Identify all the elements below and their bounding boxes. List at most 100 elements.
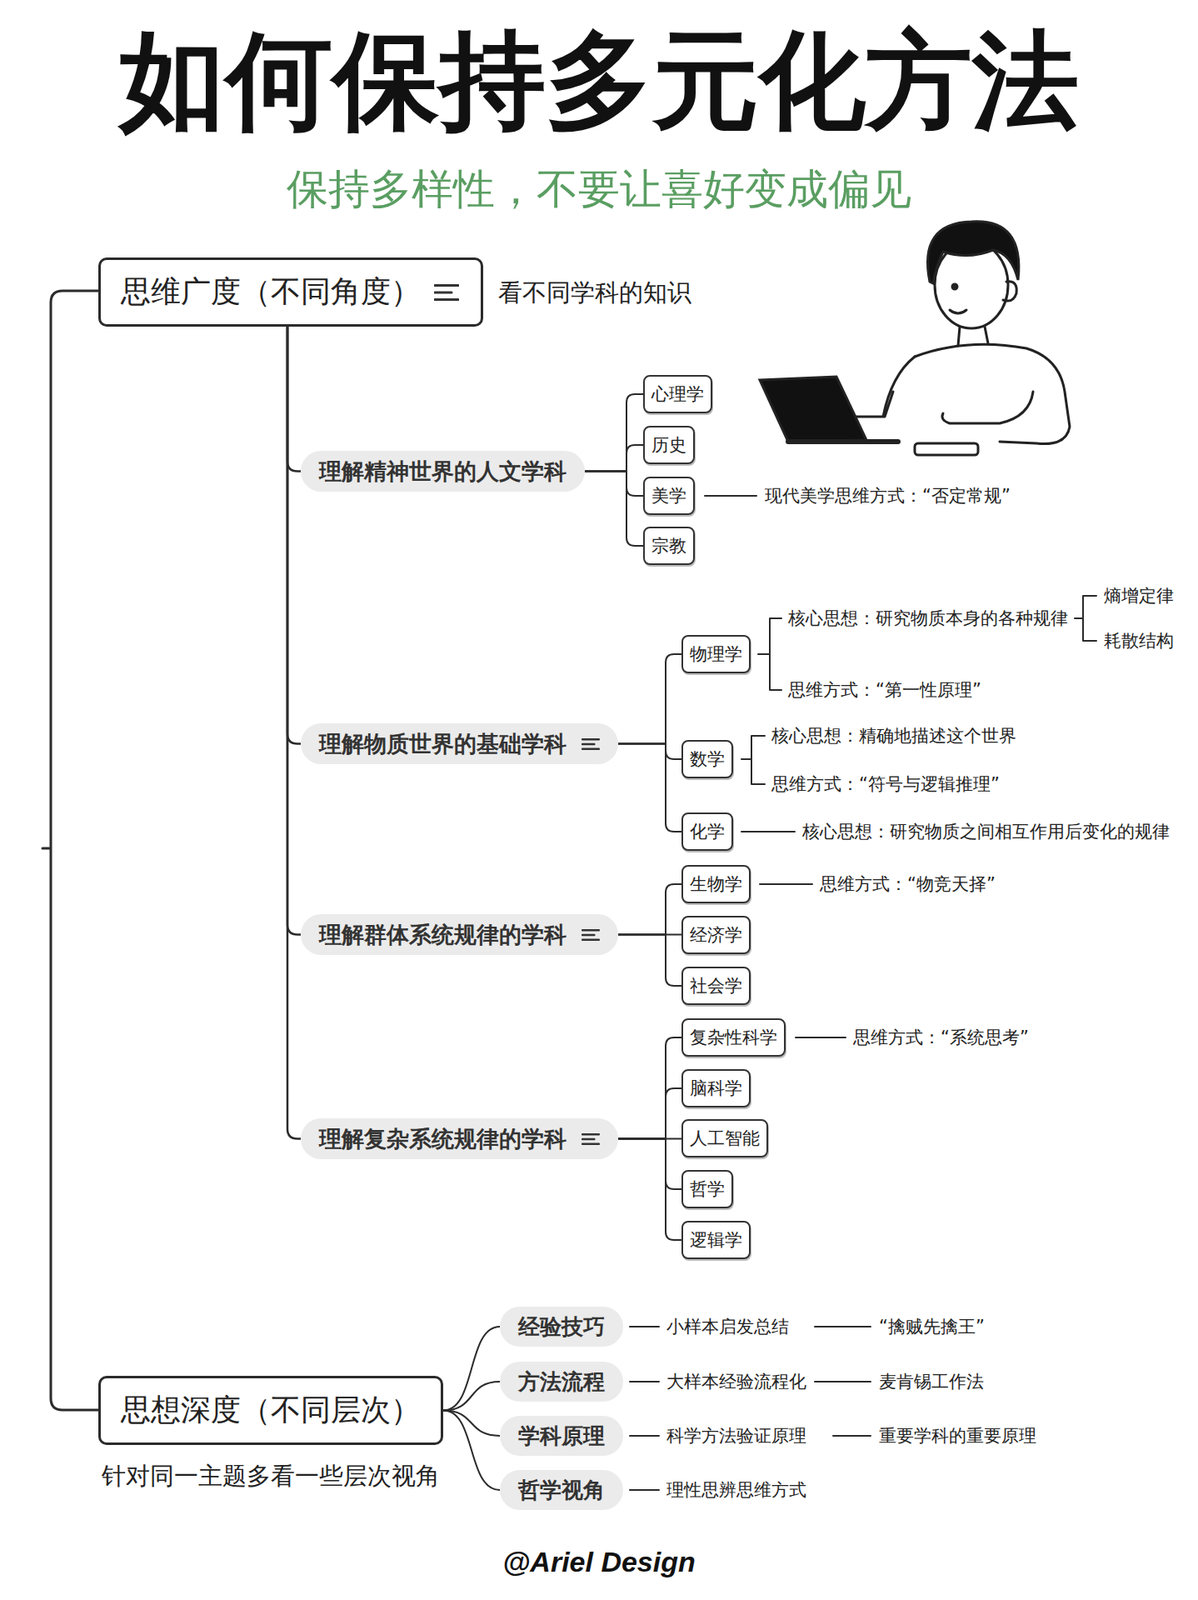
- subject-box: 宗教: [643, 526, 695, 565]
- level-pill: 经验技巧: [499, 1306, 624, 1347]
- tree-connector: [584, 444, 644, 472]
- topic-box: 思维广度（不同角度）: [98, 257, 484, 327]
- tree-connector: [443, 1381, 500, 1411]
- subject-box: 数学: [681, 739, 734, 779]
- tree-connector: [287, 326, 301, 472]
- subject-box: 哲学: [681, 1169, 734, 1208]
- laptop-base: [788, 439, 899, 445]
- tree-connector: [584, 471, 644, 497]
- tree-connector: [618, 743, 682, 760]
- node-text: 理解复杂系统规律的学科: [319, 1123, 567, 1154]
- note-text: 思维方式：“第一性原理”: [788, 678, 982, 702]
- tree-connector: [443, 1410, 500, 1437]
- subject-box: 复杂性科学: [681, 1018, 786, 1057]
- node-text: 数学: [689, 747, 725, 771]
- tree-connector: [618, 743, 682, 833]
- note-text: 看不同学科的知识: [498, 276, 692, 310]
- node-text: 美学: [651, 484, 687, 508]
- note-text: 思维方式：“系统思考”: [853, 1025, 1029, 1049]
- phone: [914, 443, 979, 455]
- leader-line: [741, 735, 765, 784]
- arm: [851, 356, 915, 417]
- tree-connector: [618, 653, 682, 744]
- leader-line: [704, 494, 757, 497]
- tree-connector: [443, 1326, 500, 1411]
- subject-box: 历史: [643, 425, 695, 465]
- subject-box: 化学: [681, 812, 734, 851]
- note-text: 小样本启发总结: [666, 1314, 789, 1338]
- node-text: 思想深度（不同层次）: [120, 1389, 421, 1431]
- menu-icon: [581, 737, 600, 751]
- level-pill: 学科原理: [499, 1415, 624, 1456]
- leader-line: [1074, 595, 1097, 641]
- node-text: 理解精神世界的人文学科: [319, 456, 567, 487]
- node-text: 理解群体系统规律的学科: [319, 919, 567, 950]
- note-text: 思维方式：“符号与逻辑推理”: [771, 772, 1000, 796]
- leader-line: [741, 830, 795, 833]
- node-text: 生物学: [689, 872, 743, 896]
- category-pill: 理解复杂系统规律的学科: [300, 1118, 619, 1159]
- node-text: 化学: [689, 819, 725, 844]
- page-title: 如何保持多元化方法: [0, 24, 1198, 137]
- node-text: 脑科学: [689, 1076, 743, 1100]
- person-illustration: [759, 221, 1070, 455]
- menu-icon: [434, 283, 460, 302]
- level-pill: 哲学视角: [499, 1469, 624, 1510]
- topic-box: 思想深度（不同层次）: [98, 1375, 444, 1445]
- tree-connector: [618, 1037, 682, 1139]
- node-text: 思维广度（不同角度）: [120, 271, 421, 313]
- node-text: 历史: [651, 433, 687, 457]
- node-text: 学科原理: [518, 1421, 605, 1451]
- tree-connector: [618, 934, 682, 987]
- category-pill: 理解精神世界的人文学科: [300, 450, 585, 492]
- menu-icon-lines: [582, 1133, 599, 1144]
- subject-box: 脑科学: [681, 1068, 751, 1108]
- subject-box: 物理学: [681, 634, 751, 674]
- subtitle-text: 保持多样性，不要让喜好变成偏见: [0, 161, 1198, 218]
- note-text: 重要学科的重要原理: [878, 1423, 1037, 1448]
- subject-box: 经济学: [681, 915, 751, 954]
- node-text: 逻辑学: [689, 1227, 743, 1252]
- node-text: 经济学: [689, 923, 743, 947]
- note-text: 熵增定律: [1103, 584, 1174, 608]
- leader-line: [759, 883, 813, 885]
- subject-box: 社会学: [681, 966, 751, 1005]
- tree-connector: [287, 326, 301, 744]
- note-text: 科学方法验证原理: [666, 1423, 807, 1448]
- leader-line: [814, 1326, 871, 1436]
- node-text: 心理学: [651, 382, 704, 406]
- subject-box: 心理学: [643, 374, 713, 414]
- hair: [927, 221, 1019, 284]
- mouth: [949, 309, 967, 314]
- watermark-text: @Ariel Design: [0, 1545, 1198, 1578]
- node-text: 方法流程: [518, 1367, 605, 1397]
- laptop: [759, 376, 867, 442]
- note-text: “擒贼先擒王”: [878, 1314, 985, 1338]
- leader-line: [629, 1326, 659, 1490]
- note-text: 核心思想：研究物质之间相互作用后变化的规律: [802, 819, 1170, 844]
- node-text: 人工智能: [689, 1126, 760, 1150]
- subject-box: 美学: [643, 476, 695, 515]
- eye: [952, 284, 958, 290]
- subject-box: 人工智能: [681, 1118, 769, 1158]
- arm: [942, 391, 1034, 424]
- tree-connector: [443, 1410, 500, 1491]
- tree-connector: [618, 883, 682, 935]
- category-pill: 理解物质世界的基础学科: [300, 723, 619, 764]
- tree-connector: [618, 1138, 682, 1241]
- menu-icon-lines: [434, 284, 459, 300]
- menu-icon: [581, 1132, 600, 1146]
- torso: [914, 344, 1070, 444]
- menu-icon-lines: [582, 738, 599, 749]
- tree-connector: [287, 326, 301, 1139]
- level-pill: 方法流程: [499, 1361, 624, 1402]
- category-pill: 理解群体系统规律的学科: [300, 913, 619, 955]
- node-text: 理解物质世界的基础学科: [319, 728, 567, 759]
- note-text: 核心思想：研究物质本身的各种规律: [788, 606, 1069, 630]
- ear: [1003, 281, 1017, 301]
- leader-line: [795, 1036, 846, 1039]
- menu-icon: [581, 928, 600, 942]
